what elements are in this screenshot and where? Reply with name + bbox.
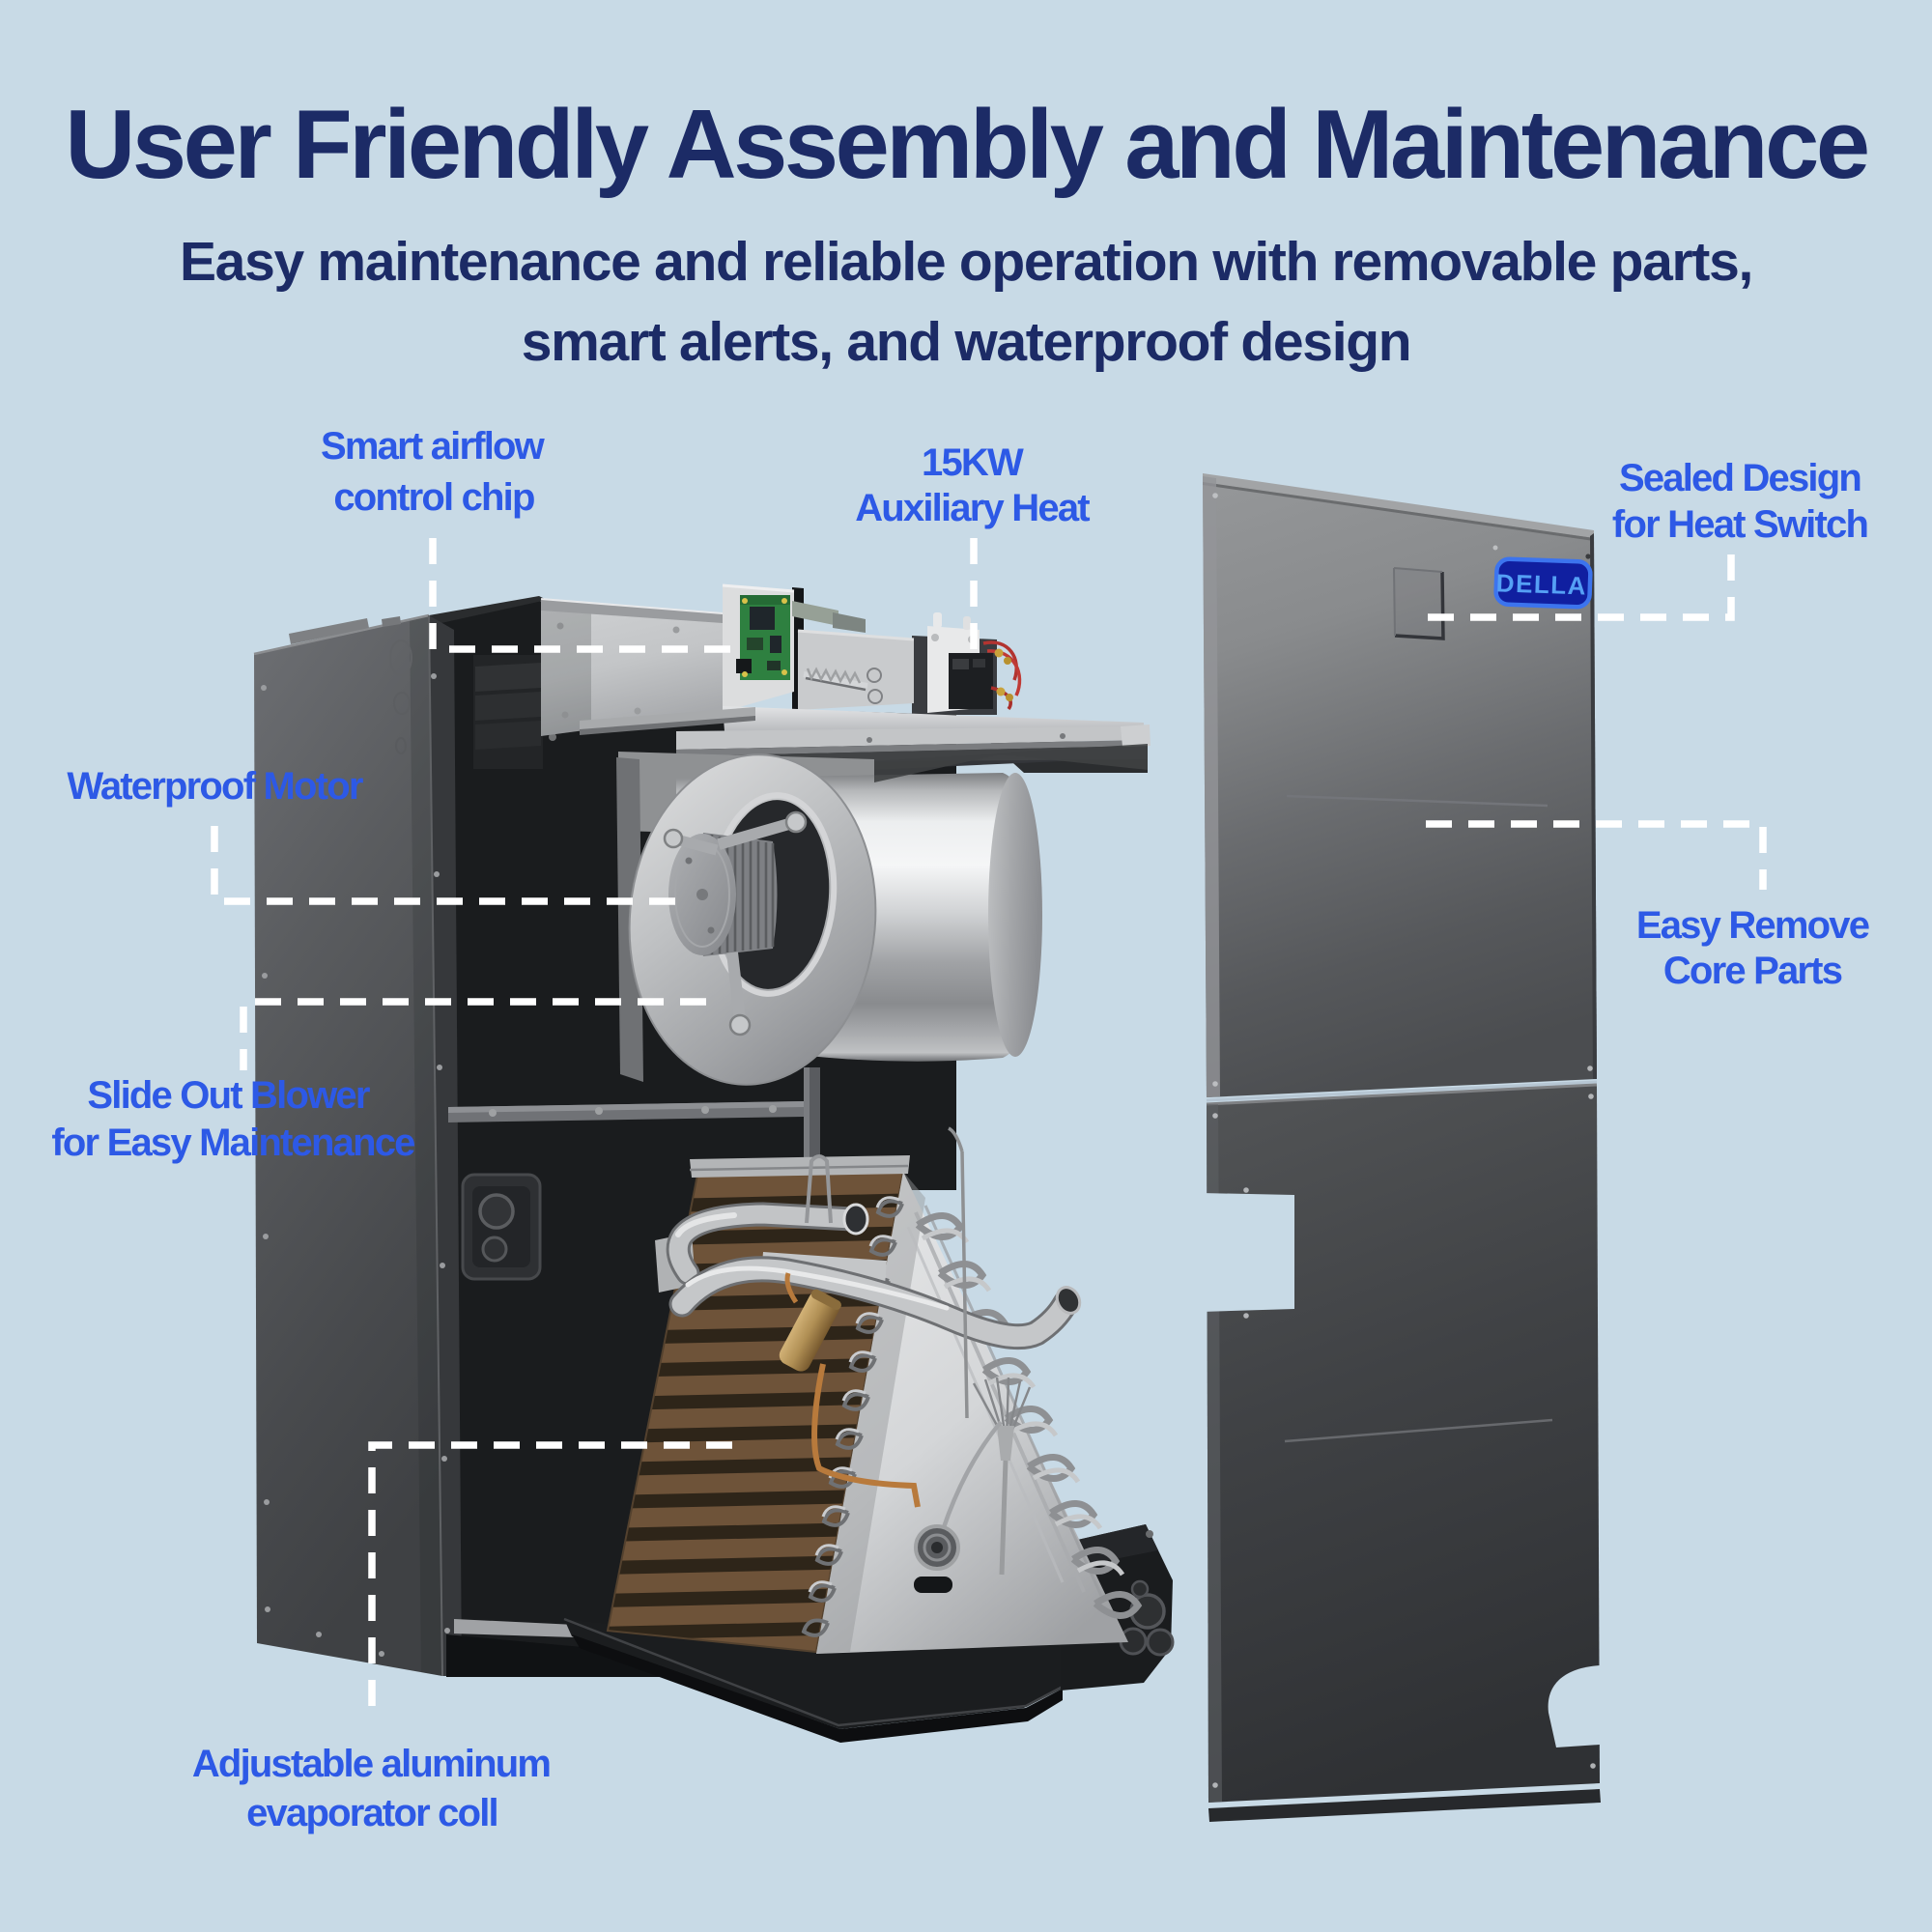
svg-text:DELLA: DELLA (1495, 568, 1587, 600)
svg-text:evaporator coll: evaporator coll (246, 1792, 497, 1834)
svg-text:Easy maintenance and reliable: Easy maintenance and reliable operation … (180, 231, 1752, 293)
svg-text:15KW: 15KW (922, 441, 1024, 484)
svg-text:User Friendly Assembly and Mai: User Friendly Assembly and Maintenance (65, 91, 1866, 199)
svg-text:Core Parts: Core Parts (1663, 950, 1842, 992)
svg-text:smart alerts, and waterproof d: smart alerts, and waterproof design (522, 311, 1411, 373)
svg-text:Slide Out Blower: Slide Out Blower (87, 1074, 369, 1117)
svg-text:control chip: control chip (333, 476, 534, 519)
svg-text:Easy Remove: Easy Remove (1636, 904, 1869, 947)
svg-text:Waterproof Motor: Waterproof Motor (67, 765, 362, 808)
svg-text:for Heat Switch: for Heat Switch (1612, 503, 1867, 546)
svg-text:Smart airflow: Smart airflow (321, 425, 546, 468)
svg-text:Adjustable aluminum: Adjustable aluminum (192, 1743, 551, 1785)
svg-text:for Easy Maintenance: for Easy Maintenance (51, 1122, 414, 1164)
svg-text:Auxiliary Heat: Auxiliary Heat (855, 487, 1090, 529)
svg-text:Sealed Design: Sealed Design (1619, 457, 1861, 499)
